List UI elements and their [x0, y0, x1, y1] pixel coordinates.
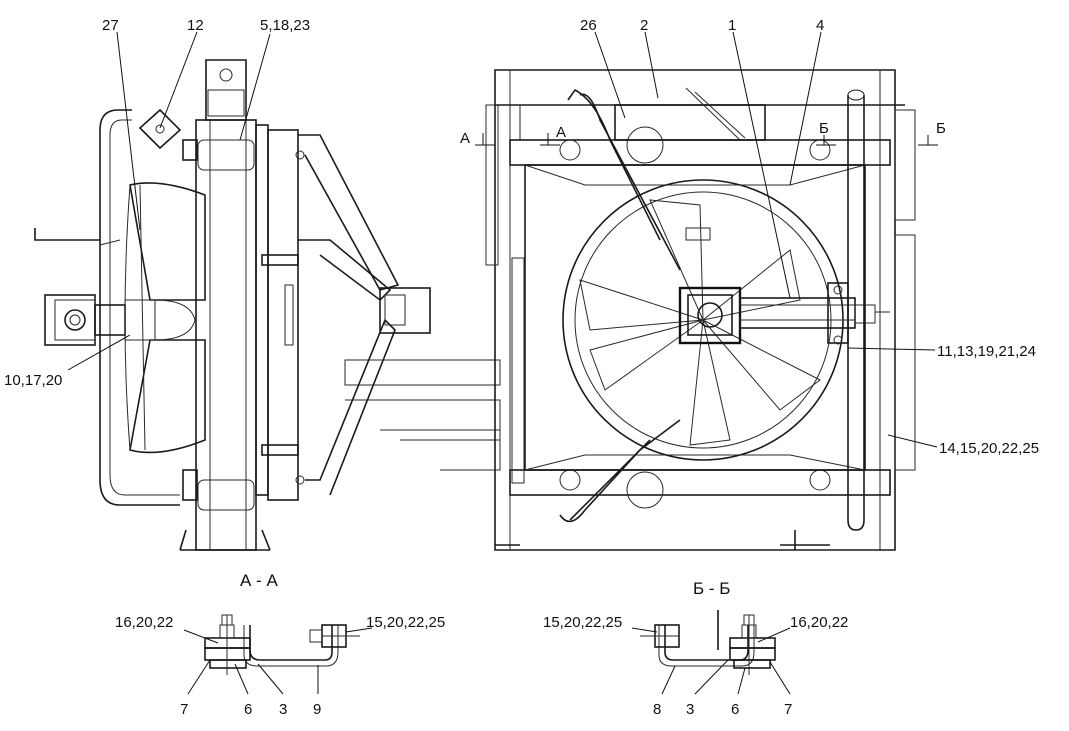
section-aa: А - А 16,20,22 15,20,22,25 7 6 3 9 — [115, 571, 445, 718]
callout-2: 2 — [640, 17, 648, 34]
callout-27: 27 — [102, 17, 119, 34]
section-mark-a-right: А — [556, 124, 566, 141]
bb-callout-6: 6 — [731, 701, 739, 718]
bb-callout-7: 7 — [784, 701, 792, 718]
bb-callout-8: 8 — [653, 701, 661, 718]
front-view — [485, 69, 916, 551]
aa-callout-7: 7 — [180, 701, 188, 718]
callout-12: 12 — [187, 17, 204, 34]
callouts: 27 12 5,18,23 26 2 1 4 10,17,20 11,13,19… — [4, 17, 1039, 457]
aa-callout-15-20-22-25: 15,20,22,25 — [366, 614, 445, 631]
aa-callout-3: 3 — [279, 701, 287, 718]
callout-26: 26 — [580, 17, 597, 34]
bb-callout-15-20-22-25: 15,20,22,25 — [543, 614, 622, 631]
callout-10-17-20: 10,17,20 — [4, 372, 62, 389]
callout-14-15-20-22-25: 14,15,20,22,25 — [939, 440, 1039, 457]
aa-callout-16-20-22: 16,20,22 — [115, 614, 173, 631]
callout-5-18-23: 5,18,23 — [260, 17, 310, 34]
section-markers: А А Б Б — [460, 120, 946, 147]
section-mark-b-right: Б — [936, 120, 946, 137]
section-aa-title: А - А — [240, 571, 278, 590]
callout-11-13-19-21-24: 11,13,19,21,24 — [937, 343, 1036, 360]
callout-4: 4 — [816, 17, 824, 34]
section-mark-a-left: А — [460, 130, 470, 147]
section-bb-title: Б - Б — [693, 579, 730, 598]
side-view — [34, 59, 501, 551]
bb-callout-3: 3 — [686, 701, 694, 718]
callout-1: 1 — [728, 17, 736, 34]
aa-callout-6: 6 — [244, 701, 252, 718]
section-mark-b-left: Б — [819, 120, 829, 137]
bb-callout-16-20-22: 16,20,22 — [790, 614, 848, 631]
section-bb: Б - Б 15,20,22,25 16,20,22 8 3 6 7 — [543, 579, 848, 718]
aa-callout-9: 9 — [313, 701, 321, 718]
